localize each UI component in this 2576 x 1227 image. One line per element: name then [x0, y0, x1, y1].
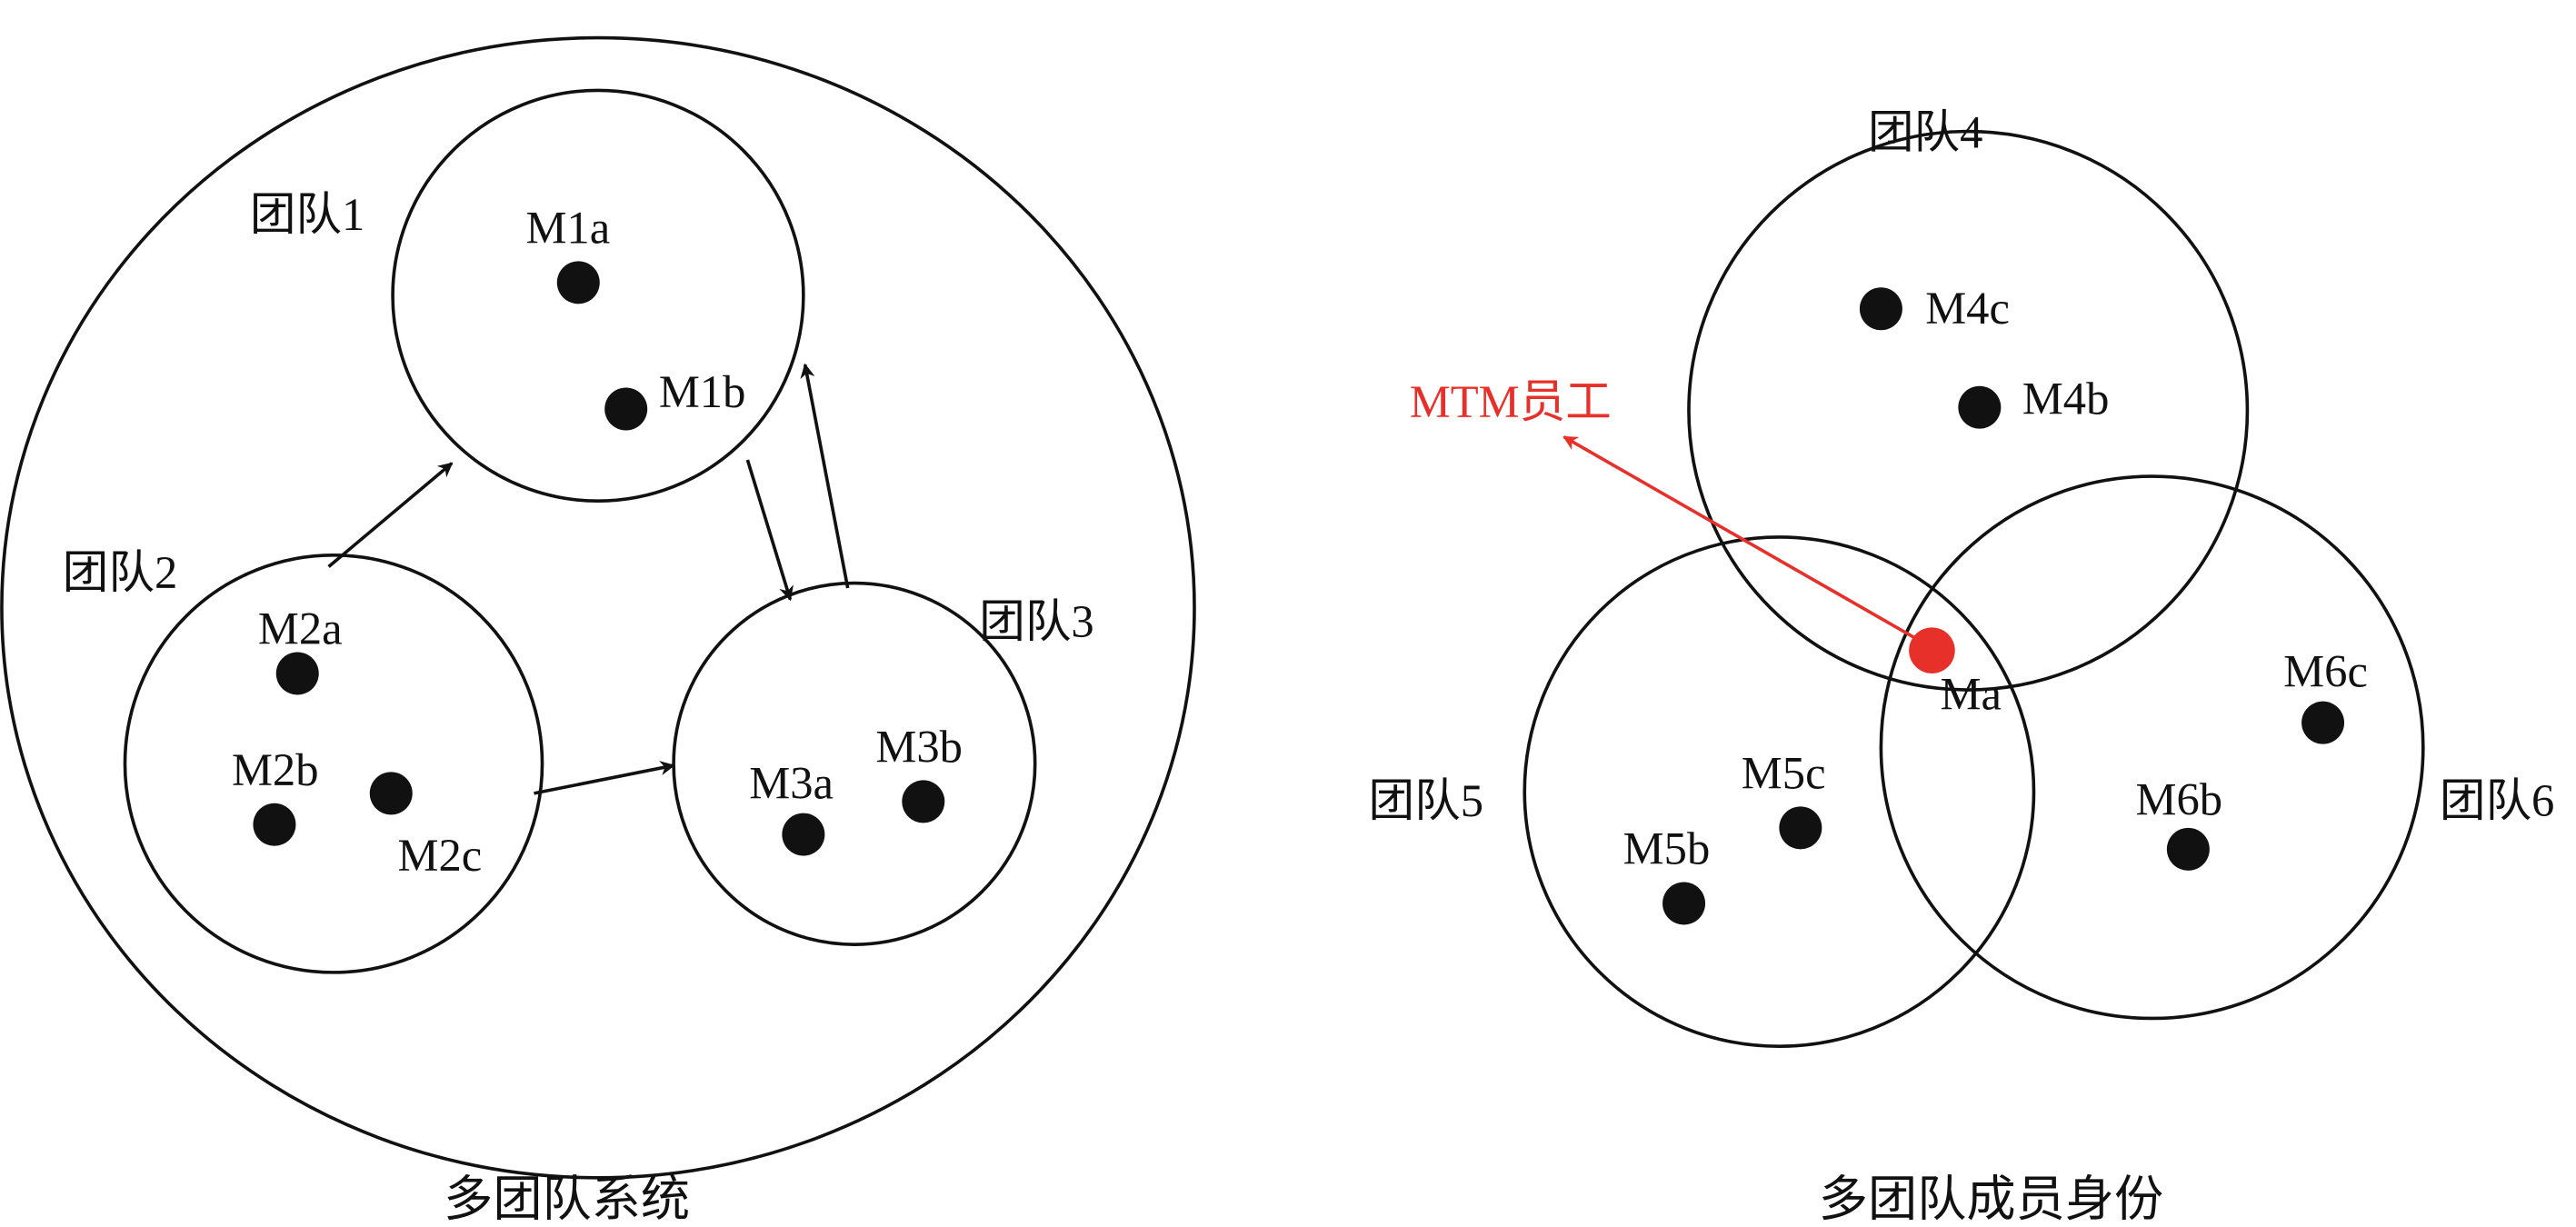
member-label: M3a — [749, 757, 834, 808]
team-1-circle — [391, 88, 805, 504]
member-dot — [1779, 806, 1822, 850]
team-label: 团队5 — [1369, 775, 1484, 826]
member-dot — [604, 387, 648, 431]
multi-team-system-boundary — [0, 35, 1196, 1180]
member-label: M3b — [875, 722, 963, 773]
member-dot — [2166, 827, 2210, 871]
team-6-circle — [1879, 474, 2425, 1021]
arrow-team2-to-team1 — [327, 462, 454, 568]
mtm-member-label: Ma — [1940, 669, 2001, 720]
team-label: 团队1 — [250, 189, 365, 240]
member-dot — [1859, 287, 1902, 331]
member-label: M4b — [2022, 373, 2110, 424]
team-2-circle — [123, 554, 544, 974]
arrow-team2-to-team3 — [534, 761, 675, 795]
member-dot — [782, 813, 825, 856]
member-label: M1a — [525, 202, 610, 253]
team-label: 团队3 — [979, 596, 1094, 647]
member-label: M4c — [1925, 283, 2010, 334]
mtm-member-dot — [1909, 627, 1955, 673]
mtm-arrow — [1563, 435, 1927, 646]
member-dot — [369, 772, 413, 815]
member-label: M1b — [659, 366, 746, 417]
member-label: M5b — [1623, 823, 1711, 874]
member-label: M2a — [258, 603, 343, 653]
mtm-label: MTM员工 — [1410, 376, 1612, 427]
right-caption: 多团队成员身份 — [1819, 1172, 2163, 1226]
member-label: M6c — [2283, 645, 2368, 696]
left-caption: 多团队系统 — [444, 1172, 690, 1226]
team-4-circle — [1687, 129, 2250, 692]
arrow-team3-to-team1 — [800, 363, 850, 589]
team-label: 团队6 — [2440, 775, 2555, 826]
member-dot — [253, 803, 296, 846]
member-dot — [902, 780, 945, 823]
team-label: 团队2 — [63, 547, 177, 598]
team-5-circle — [1523, 535, 2036, 1049]
member-label: M2c — [397, 830, 482, 881]
member-dot — [2301, 701, 2345, 744]
member-label: M5c — [1742, 747, 1826, 798]
arrow-team1-to-team3 — [745, 459, 794, 602]
member-dot — [1958, 385, 2002, 429]
member-label: M6b — [2136, 773, 2223, 824]
member-dot — [556, 261, 600, 304]
member-label: M2b — [232, 744, 319, 795]
member-dot — [1662, 882, 1706, 925]
team-label: 团队4 — [1868, 107, 1983, 158]
member-dot — [275, 652, 319, 695]
